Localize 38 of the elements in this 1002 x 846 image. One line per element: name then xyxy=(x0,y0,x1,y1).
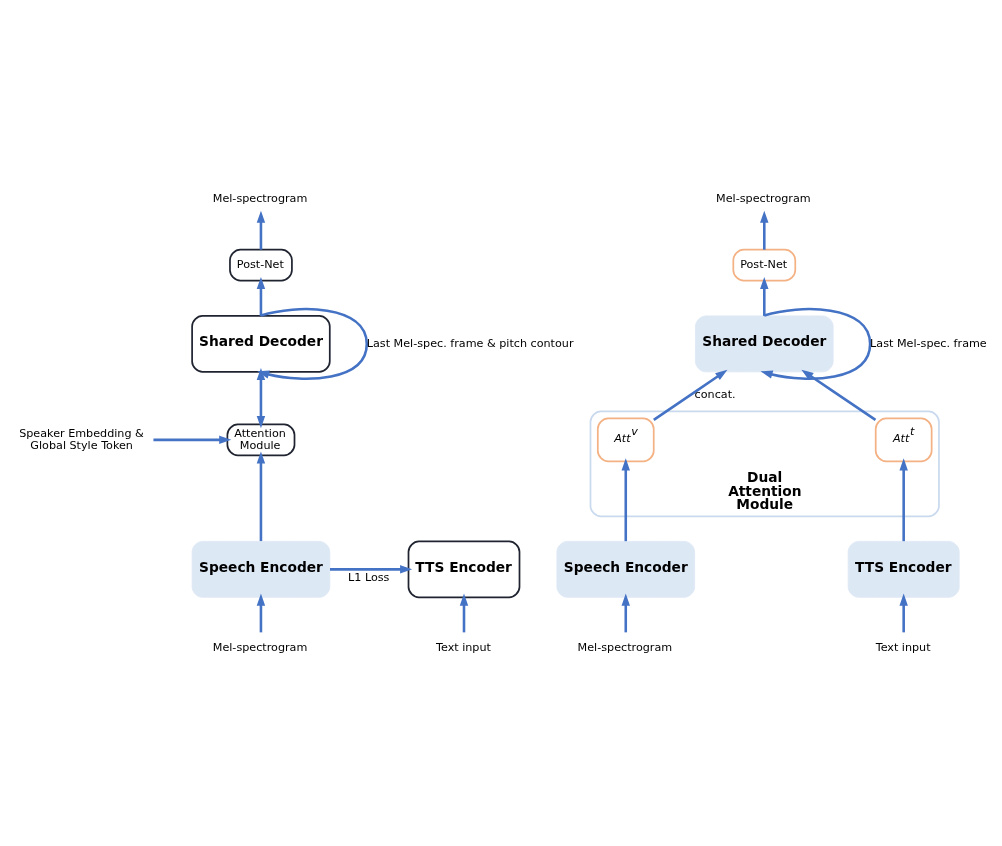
arrow xyxy=(459,593,469,632)
node-text: Text input xyxy=(436,640,491,654)
arrow xyxy=(621,593,630,632)
node-box: Speech Encoder xyxy=(556,540,696,598)
arrow xyxy=(256,367,266,428)
node-text: Speaker Embedding & Global Style Token xyxy=(19,426,144,452)
arrow xyxy=(760,210,769,250)
arrow xyxy=(256,276,266,316)
node-box: Post-Net xyxy=(229,248,293,282)
node-text: Text input xyxy=(875,640,931,654)
edge-label: L1 Loss xyxy=(348,570,390,584)
node-box: TTS Encoder xyxy=(847,540,960,598)
arrow xyxy=(256,210,266,250)
node-text: Mel-spectrogram xyxy=(716,191,811,205)
arrow xyxy=(256,450,266,541)
arrow xyxy=(329,564,413,574)
arrow xyxy=(257,307,369,380)
node-box: TTS Encoder xyxy=(407,540,521,598)
node-text: Mel-spectrogram xyxy=(212,640,308,654)
node-box: Shared Decoder xyxy=(695,315,834,372)
edge-label: Last Mel-spec. frame xyxy=(870,336,987,350)
node-box: Attention Module xyxy=(226,423,296,456)
arrow xyxy=(760,307,872,380)
arrow xyxy=(801,369,877,421)
edge-label: Last Mel-spec. frame & pitch contour xyxy=(366,336,574,350)
arrow xyxy=(760,276,769,316)
arrow xyxy=(899,593,908,632)
arrow xyxy=(621,457,630,541)
arrow xyxy=(653,369,728,421)
node-box: Speech Encoder xyxy=(191,540,331,598)
arrow xyxy=(899,457,908,541)
node-box: Shared Decoder xyxy=(191,314,331,373)
node-text: Mel-spectrogram xyxy=(577,640,673,654)
node-box: Post-Net xyxy=(732,248,797,282)
node-text: Mel-spectrogram xyxy=(212,191,308,205)
edge-label: concat. xyxy=(694,387,736,401)
arrow xyxy=(153,435,232,444)
arrow xyxy=(256,593,266,632)
